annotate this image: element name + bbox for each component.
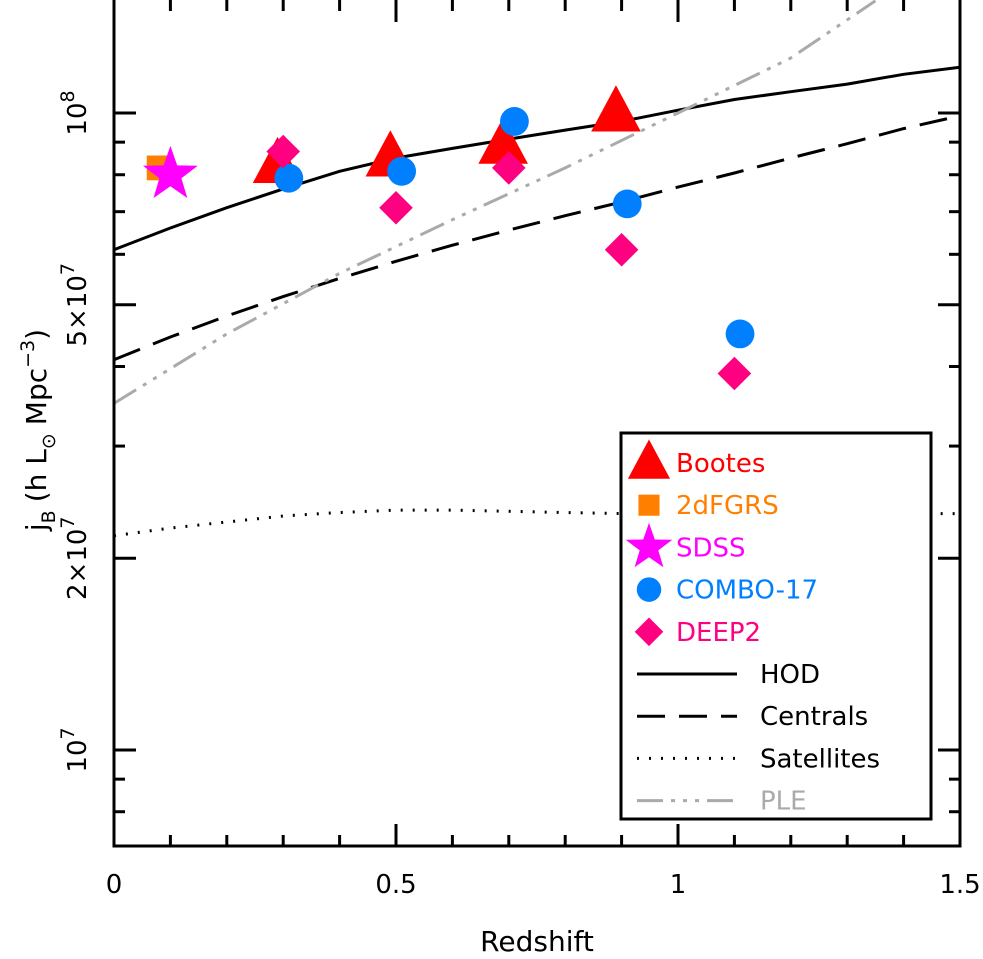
y-tick-base: 10: [63, 103, 93, 136]
x-axis-title: Redshift: [480, 925, 594, 958]
x-tick-labels: 0 0.5 1 1.5: [106, 870, 981, 900]
data-point-combo-17: [612, 189, 642, 219]
y-tick-base: 10: [63, 529, 93, 562]
y-axis-title-unit-sup: −3: [17, 340, 39, 368]
y-tick-label: 107: [57, 727, 93, 772]
legend-marker-combo-17: [636, 577, 662, 602]
data-point-bootes: [478, 117, 528, 164]
legend-label-centrals: Centrals: [760, 702, 868, 732]
data-point-deep2: [266, 134, 300, 169]
series-points: [143, 85, 755, 391]
legend-label-sdss: SDSS: [676, 533, 746, 563]
legend-label-ple: PLE: [760, 787, 807, 817]
legend-label-deep2: DEEP2: [676, 618, 761, 648]
x-tick-label: 0: [106, 870, 123, 900]
sun-symbol-icon: ⊙: [38, 433, 60, 449]
data-point-combo-17: [274, 163, 304, 193]
legend-marker-sdss: [625, 522, 673, 568]
x-tick-label: 1.5: [939, 870, 980, 900]
y-axis-title-unit: Mpc: [20, 368, 53, 425]
series-line-ple: [114, 0, 877, 405]
legend-label-combo-17: COMBO-17: [676, 576, 818, 606]
x-tick-label: 1: [670, 870, 687, 900]
axis-ticks: [112, 0, 962, 846]
y-tick-exponent: 7: [57, 516, 79, 528]
data-point-deep2: [604, 232, 639, 267]
y-tick-mantissa: 2×: [63, 562, 93, 600]
legend-label-hod: HOD: [760, 660, 820, 690]
y-axis-title-prefix-sub: B: [38, 510, 60, 523]
data-point-sdss: [143, 145, 198, 198]
y-tick-exponent: 7: [57, 263, 79, 275]
legend-label-2dfgrs: 2dFGRS: [676, 491, 779, 521]
y-tick-label: 5×107: [57, 263, 93, 347]
series-line-centrals: [114, 114, 960, 362]
series-lines: [114, 0, 960, 538]
y-tick-label: 2×107: [57, 516, 93, 600]
y-axis-title-open: (h L: [20, 449, 53, 503]
legend-marker-2dfgrs: [638, 494, 660, 516]
y-axis-title-close: ): [20, 329, 53, 340]
y-tick-exponent: 7: [57, 727, 79, 739]
legend-box: [619, 431, 933, 821]
y-tick-label: 108: [57, 90, 93, 135]
y-tick-base: 10: [63, 740, 93, 773]
data-point-bootes: [591, 85, 641, 132]
data-point-combo-17: [387, 156, 417, 186]
legend-marker-deep2: [634, 617, 664, 647]
legend-label-satellites: Satellites: [760, 744, 880, 774]
legend-label-bootes: Bootes: [676, 449, 765, 479]
data-point-deep2: [717, 356, 752, 391]
series-line-hod: [114, 65, 960, 252]
legend-marker-bootes: [627, 439, 671, 479]
data-point-combo-17: [500, 107, 529, 136]
y-tick-base: 10: [63, 275, 93, 308]
data-point-deep2: [492, 151, 526, 185]
y-tick-mantissa: 5×: [63, 308, 93, 346]
plot-frame: [112, 0, 962, 848]
x-tick-label: 0.5: [375, 870, 416, 900]
y-axis-title: jB (h L⊙ Mpc−3): [17, 329, 60, 532]
data-point-combo-17: [725, 319, 755, 349]
y-tick-exponent: 8: [57, 90, 79, 102]
y-axis-title-prefix: j: [20, 523, 53, 532]
data-point-deep2: [379, 190, 413, 225]
